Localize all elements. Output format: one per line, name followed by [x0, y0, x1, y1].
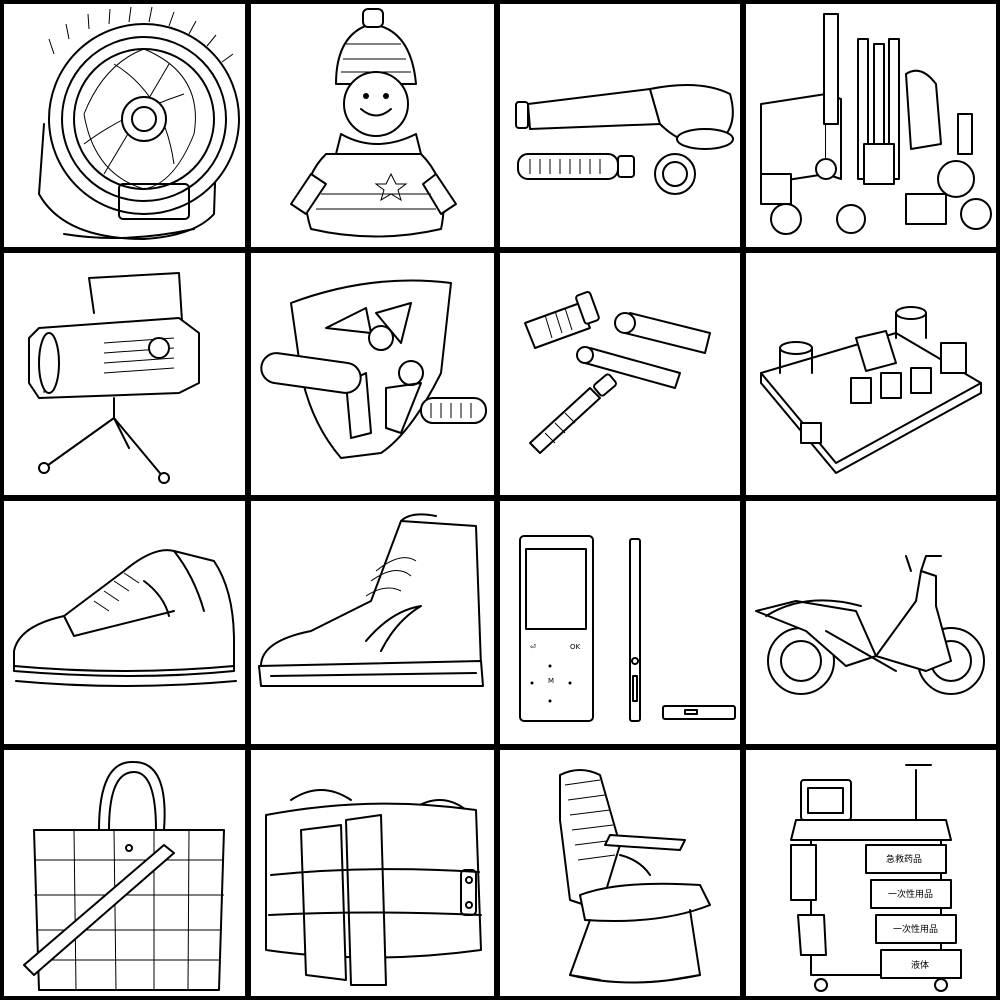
drawer-label-4: 液体 — [911, 959, 929, 971]
cell-motorbike — [746, 501, 996, 744]
cell-handpiece — [500, 4, 740, 247]
woven-bag-icon — [23, 760, 225, 991]
drawer-label-2: 一次性用品 — [888, 888, 933, 900]
duffel-bag-icon — [265, 789, 482, 986]
drawer-label-3: 一次性用品 — [893, 923, 938, 935]
cell-fan — [4, 4, 245, 247]
cell-mp3-player: ⏎ OK M — [500, 501, 740, 744]
cell-machined-parts — [746, 4, 996, 247]
mp3-player-icon: ⏎ OK M — [519, 535, 736, 722]
sneaker-icon — [13, 549, 237, 687]
cell-proximity-sensors — [500, 253, 740, 495]
medical-cart-icon: 急救药品 一次性用品 一次性用品 液体 — [790, 764, 962, 992]
motorbike-icon — [755, 555, 985, 695]
drawer-label-1: 急救药品 — [886, 853, 922, 865]
cell-office-chair — [500, 750, 740, 996]
sensor-icon — [524, 291, 711, 454]
circuit-board-icon — [760, 306, 982, 474]
knit-doll-icon — [290, 8, 457, 238]
cell-stage-projector — [4, 253, 245, 495]
cell-knit-doll — [251, 4, 494, 247]
projector-icon — [28, 272, 200, 484]
cell-high-sneaker — [251, 501, 494, 744]
cell-low-sneaker — [4, 501, 245, 744]
machined-parts-icon — [760, 13, 992, 235]
back-button-label: ⏎ — [530, 643, 536, 651]
fan-icon — [38, 6, 240, 240]
ok-button-label: OK — [570, 643, 581, 651]
cell-woven-bag — [4, 750, 245, 996]
high-top-sneaker-icon — [258, 513, 484, 687]
robot-emblem-icon — [260, 279, 487, 459]
cell-circuit-board — [746, 253, 996, 495]
office-chair-icon — [559, 769, 711, 984]
cell-duffel-bag — [251, 750, 494, 996]
handpiece-icon — [515, 84, 734, 195]
cell-robot-emblem — [251, 253, 494, 495]
cell-medical-cart: 急救药品 一次性用品 一次性用品 液体 — [746, 750, 996, 996]
menu-button-label: M — [548, 677, 554, 685]
